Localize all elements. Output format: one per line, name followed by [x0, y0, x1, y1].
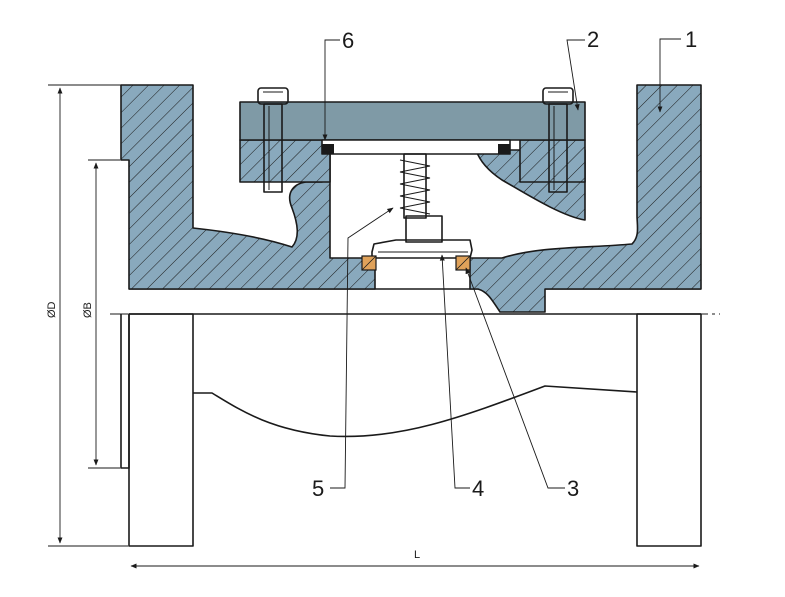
callout-leaders [322, 38, 681, 489]
right-body-section [469, 84, 702, 313]
dimension-lines [48, 84, 700, 569]
bonnet-flange-right [519, 139, 586, 183]
callout-3: 3 [567, 476, 579, 501]
dim-label-ob: ØB [82, 302, 94, 318]
cover-plate [239, 101, 586, 141]
bonnet-flange-left [239, 139, 331, 183]
left-body-section [120, 84, 376, 290]
right-flange-lower [636, 313, 702, 547]
body-lower-contour [193, 385, 638, 438]
gasket [321, 139, 511, 155]
internals [361, 153, 473, 271]
callout-5: 5 [312, 476, 324, 501]
lower-body [110, 288, 720, 547]
callout-2: 2 [587, 27, 599, 52]
disc-holder [405, 215, 443, 243]
sectioned-body [120, 84, 702, 313]
bolt-left [257, 87, 289, 193]
gasket-right-seal [498, 144, 510, 154]
spring [399, 159, 431, 215]
bolt-right [542, 87, 574, 193]
disc [371, 239, 473, 259]
callout-4: 4 [472, 476, 484, 501]
gasket-left-seal [322, 144, 334, 154]
cover [239, 101, 586, 155]
callout-1: 1 [685, 27, 697, 52]
left-hub-lower [120, 314, 130, 469]
left-flange-lower [128, 313, 194, 547]
dim-label-od: ØD [46, 301, 58, 318]
guide-stem [403, 153, 427, 219]
dim-label-l: L [414, 549, 420, 561]
callout-6: 6 [342, 28, 354, 53]
